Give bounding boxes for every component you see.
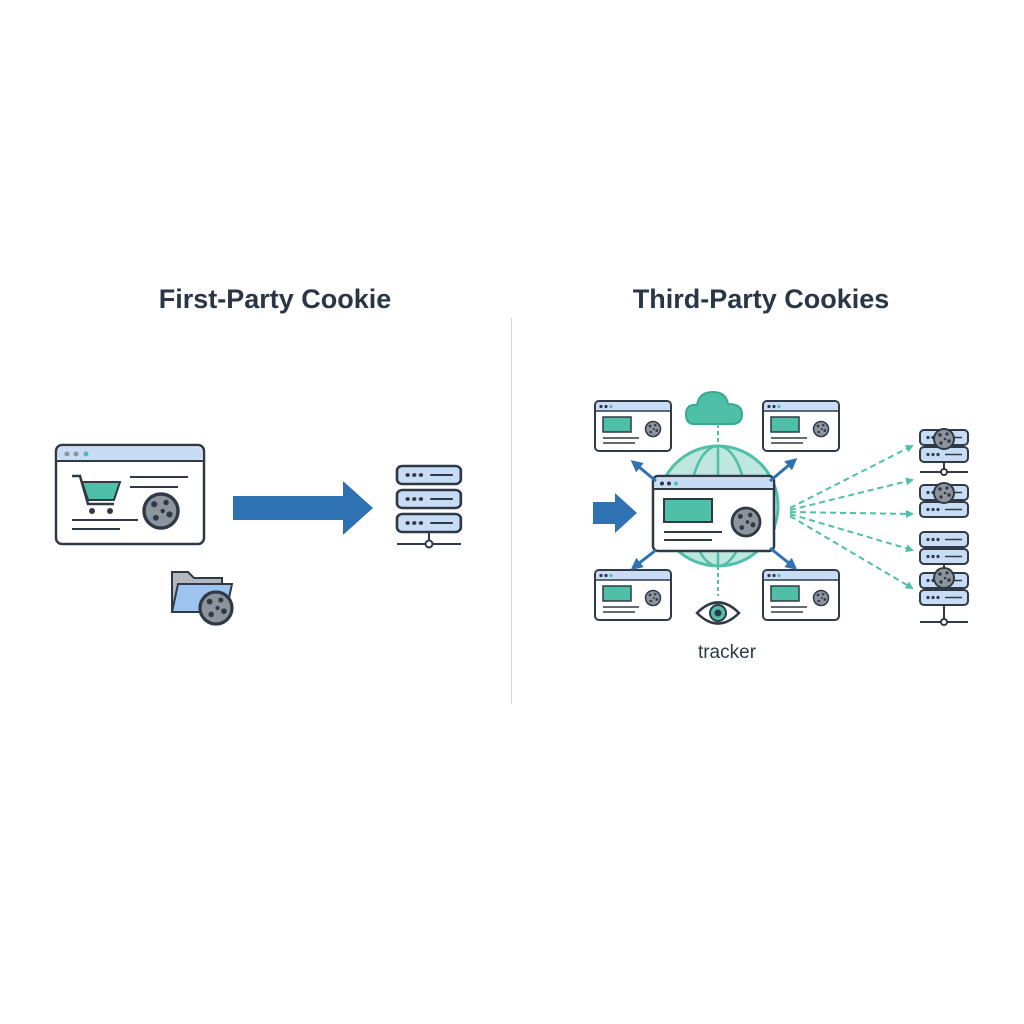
browser-window-icon <box>595 401 671 451</box>
server-icon <box>919 428 969 476</box>
server-icon <box>919 567 969 626</box>
cloud-icon <box>684 390 744 425</box>
cookie-icon <box>198 590 234 626</box>
cookie-icon <box>730 506 762 538</box>
panel-divider <box>511 318 512 704</box>
cookie-icon <box>142 492 180 530</box>
server-icon <box>395 464 463 549</box>
tracking-lines <box>789 445 914 590</box>
browser-window-icon <box>54 443 206 546</box>
browser-window-icon <box>763 401 839 451</box>
tracker-label: tracker <box>697 642 757 663</box>
server-icon <box>919 482 969 518</box>
eye-icon <box>695 601 741 625</box>
third-party-title: Third-Party Cookies <box>632 284 890 314</box>
shopping-cart-icon <box>72 474 122 514</box>
incoming-arrow <box>593 493 637 533</box>
first-party-title: First-Party Cookie <box>158 284 392 314</box>
browser-window-icon <box>595 570 671 620</box>
browser-window-icon <box>763 570 839 620</box>
spread-arrows <box>630 458 798 570</box>
server-icon <box>919 531 969 572</box>
request-arrow <box>233 481 373 535</box>
